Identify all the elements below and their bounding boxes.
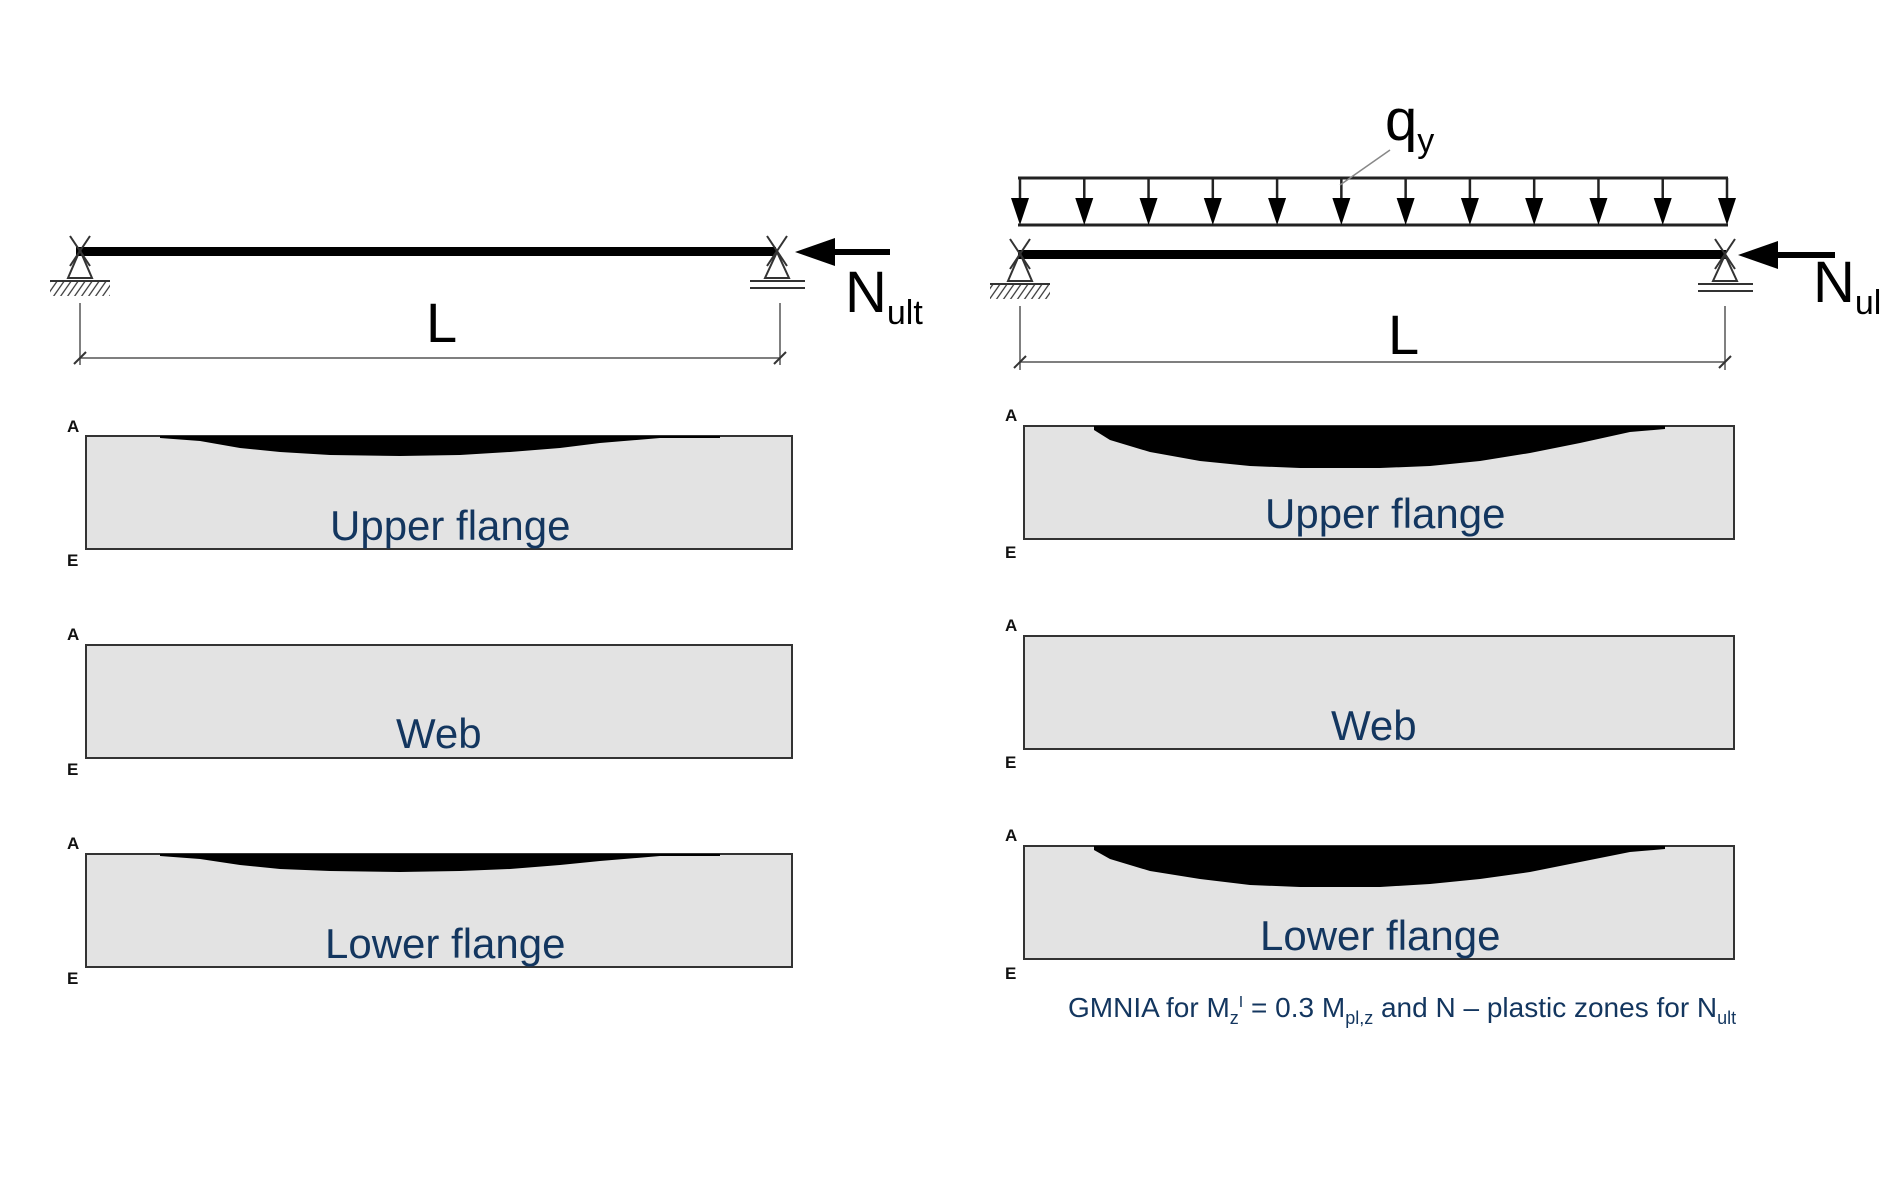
right-axial-load-arrow: [1738, 241, 1835, 269]
panel-bottom-mark: E: [1005, 753, 1016, 772]
panel-top-mark: A: [1005, 616, 1017, 635]
panel-top-mark: A: [67, 625, 79, 644]
panel-label: Upper flange: [330, 502, 571, 549]
panel-bottom-mark: E: [67, 551, 78, 570]
panel-label: Upper flange: [1265, 490, 1506, 537]
panel-bottom-mark: E: [1005, 964, 1016, 983]
left-web-panel: Web A E: [67, 625, 793, 779]
figure-caption: GMNIA for MzI = 0.3 Mpl,z and N – plasti…: [1068, 992, 1736, 1028]
left-roller-support: [750, 235, 805, 289]
right-beam: [1018, 250, 1726, 259]
panel-label: Lower flange: [325, 920, 566, 967]
load-arrow: [1589, 178, 1608, 225]
distributed-load: [1011, 176, 1736, 227]
panel-bottom-mark: E: [67, 969, 78, 988]
panel-label: Web: [1331, 702, 1417, 749]
panel-bottom-mark: E: [67, 760, 78, 779]
load-arrow: [1332, 178, 1351, 225]
load-arrow: [1718, 178, 1736, 225]
left-pinned-support: [50, 235, 110, 296]
left-load-label: Nult: [845, 260, 923, 332]
plastic-zone: [1094, 426, 1665, 468]
load-arrow: [1460, 178, 1479, 225]
load-arrow: [1268, 178, 1287, 225]
right-load-label: Nul: [1813, 250, 1881, 322]
panel-top-mark: A: [67, 417, 79, 436]
left-lower-flange-panel: Lower flange A E: [67, 834, 793, 988]
left-span-dimension: [73, 303, 787, 365]
plastic-zone: [160, 854, 720, 872]
right-web-panel: Web A E: [1005, 616, 1735, 772]
plastic-zone: [1094, 846, 1665, 887]
left-beam: [76, 247, 776, 256]
load-arrow: [1011, 178, 1029, 225]
right-span-label: L: [1388, 303, 1419, 366]
panel-top-mark: A: [1005, 406, 1017, 425]
load-arrow: [1203, 178, 1222, 225]
panel-top-mark: A: [1005, 826, 1017, 845]
load-arrow: [1653, 178, 1672, 225]
right-span-dimension: [1013, 306, 1732, 370]
right-beam-scheme: qy Nul: [990, 88, 1881, 370]
right-roller-support: [1698, 238, 1753, 292]
load-arrow: [1075, 178, 1094, 225]
load-arrow: [1139, 178, 1158, 225]
right-lower-flange-panel: Lower flange A E: [1005, 826, 1735, 983]
left-span-label: L: [426, 291, 457, 354]
panel-top-mark: A: [67, 834, 79, 853]
left-axial-load-arrow: [795, 238, 890, 266]
left-upper-flange-panel: Upper flange A E: [67, 417, 793, 570]
panel-label: Lower flange: [1260, 912, 1501, 959]
panel-bottom-mark: E: [1005, 543, 1016, 562]
load-arrow: [1396, 178, 1415, 225]
right-upper-flange-panel: Upper flange A E: [1005, 406, 1735, 562]
distributed-load-label: qy: [1385, 88, 1434, 160]
panel-label: Web: [396, 710, 482, 757]
load-arrow: [1525, 178, 1544, 225]
distributed-load-arrows: [1011, 178, 1736, 225]
plastic-zone: [160, 436, 720, 456]
left-beam-scheme: Nult L: [50, 235, 923, 365]
right-pinned-support: [990, 238, 1050, 299]
